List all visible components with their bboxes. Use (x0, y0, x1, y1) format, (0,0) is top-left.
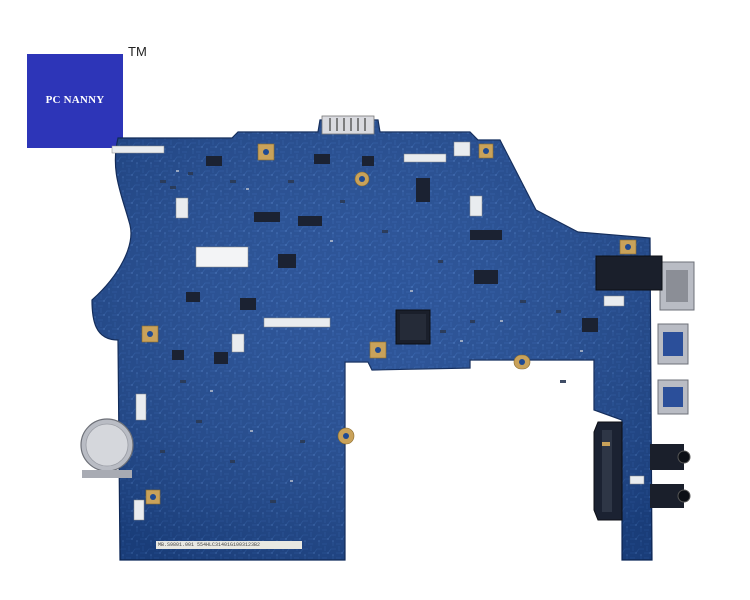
pc-nanny-logo: PC NANNY (27, 54, 123, 148)
audio-jack-icon (650, 484, 691, 508)
usb-port-icon (657, 323, 689, 365)
board-sticker: MB.S9801.001 554HLC31401G1003123B2 (156, 541, 302, 549)
coin-battery-icon (80, 418, 134, 478)
ribbon-connectors (111, 141, 625, 521)
usb-port-icon (657, 379, 689, 415)
vga-port-icon (659, 261, 695, 311)
sata-connector-icon (593, 421, 623, 521)
chip-icon (395, 309, 431, 345)
audio-jack-icon (650, 444, 691, 470)
trademark-symbol: TM (128, 44, 147, 59)
power-connector (321, 115, 375, 135)
logo-text: PC NANNY (45, 94, 105, 106)
